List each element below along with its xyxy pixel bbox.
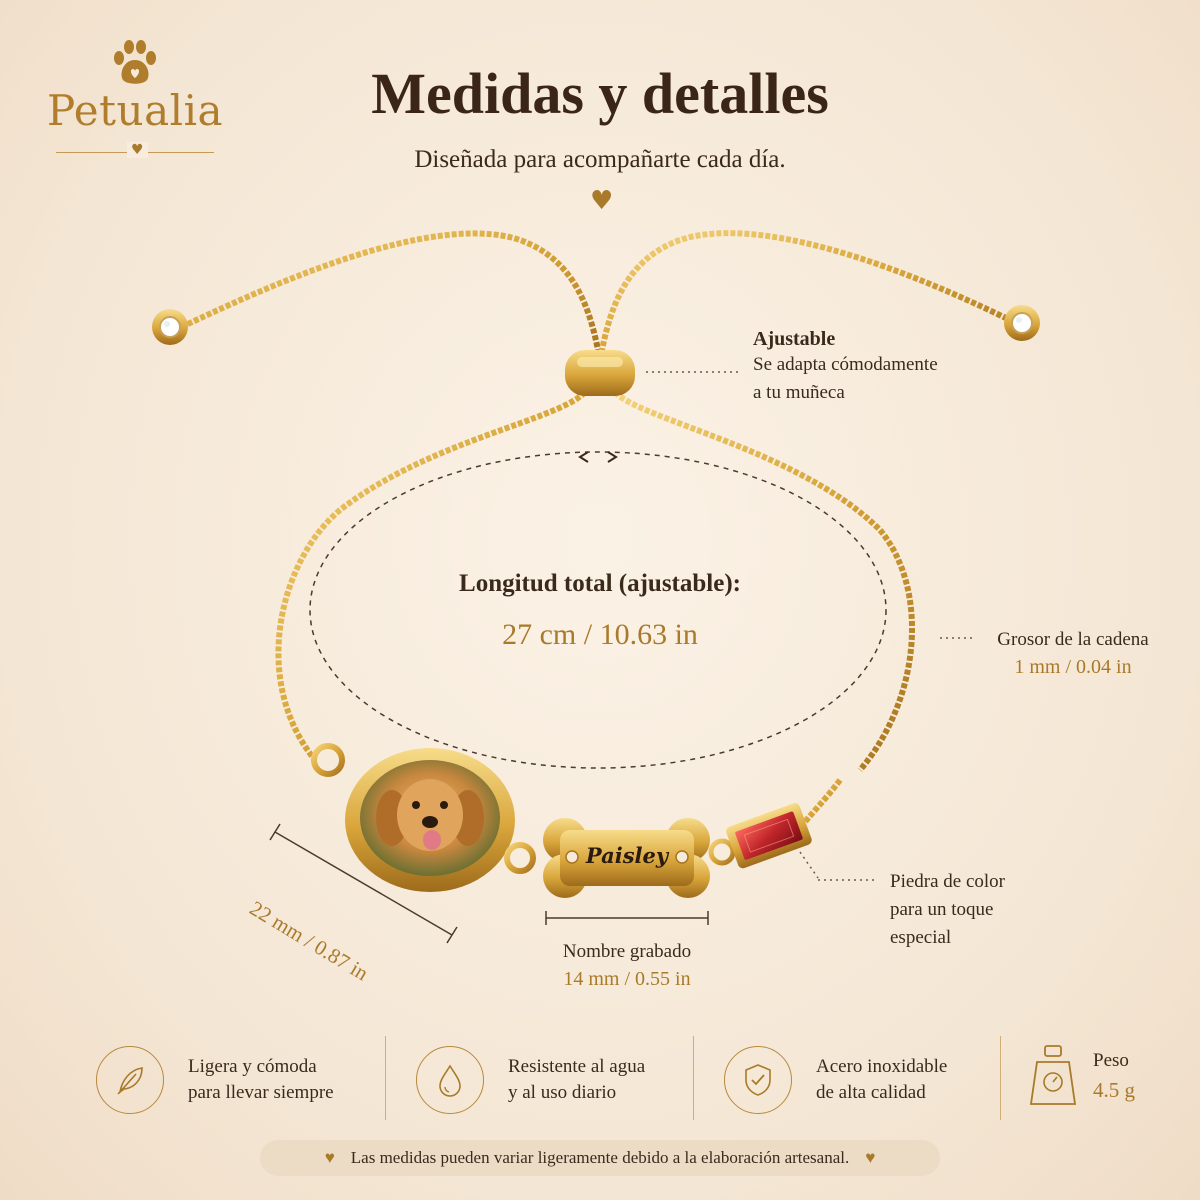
callout-adjustable: Ajustable Se adapta cómodamente a tu muñ… xyxy=(753,328,938,407)
callout-adjustable-line2: a tu muñeca xyxy=(753,382,845,403)
callout-stone-line2: para un toque xyxy=(890,899,994,920)
shield-check-icon xyxy=(724,1046,792,1114)
feature-light-text: Ligera y cómoda para llevar siempre xyxy=(188,1056,334,1103)
water-drop-icon xyxy=(416,1046,484,1114)
feature-divider xyxy=(693,1036,694,1120)
slider-bead xyxy=(565,350,635,396)
length-label: Longitud total (ajustable): xyxy=(459,570,741,597)
feature-weight-label: Peso xyxy=(1093,1049,1129,1071)
feature-steel-text: Acero inoxidable de alta calidad xyxy=(816,1056,948,1103)
brand-logo: Petualia ♥ xyxy=(40,38,230,158)
callout-chain-label: Grosor de la cadena xyxy=(997,629,1149,650)
feature-water-text: Resistente al agua y al uso diario xyxy=(508,1056,646,1103)
bone-charm xyxy=(543,818,710,898)
feature-steel: Acero inoxidable de alta calidad xyxy=(724,1046,947,1114)
heart-icon: ♥ xyxy=(324,1148,335,1167)
chain-end-left xyxy=(152,309,188,345)
scale-icon xyxy=(1029,1045,1077,1105)
callout-stone-line3: especial xyxy=(890,927,952,948)
paw-icon xyxy=(114,40,156,84)
length-value: 27 cm / 10.63 in xyxy=(502,618,698,651)
feature-weight-value: 4.5 g xyxy=(1093,1077,1135,1102)
callout-name-value: 14 mm / 0.55 in xyxy=(563,968,691,990)
bone-engraving: Paisley xyxy=(585,843,669,868)
callout-adjustable-title: Ajustable xyxy=(753,328,836,350)
heart-icon: ♥ xyxy=(865,1148,876,1167)
callout-name: Nombre grabado 14 mm / 0.55 in xyxy=(527,938,727,991)
callout-stone-line1: Piedra de color xyxy=(890,871,1006,892)
callout-name-label: Nombre grabado xyxy=(562,941,692,962)
feature-water: Resistente al agua y al uso diario xyxy=(416,1046,645,1114)
footer-note: Las medidas pueden variar ligeramente de… xyxy=(350,1148,850,1167)
heart-icon: ♥ xyxy=(590,186,614,216)
feature-divider xyxy=(385,1036,386,1120)
callout-chain: Grosor de la cadena 1 mm / 0.04 in xyxy=(978,626,1168,679)
callout-stone: Piedra de color para un toque especial xyxy=(890,868,1005,952)
callout-adjustable-line1: Se adapta cómodamente xyxy=(753,354,938,375)
feature-divider xyxy=(1000,1036,1001,1120)
callout-chain-value: 1 mm / 0.04 in xyxy=(1014,656,1132,678)
chain-end-right xyxy=(1004,305,1040,341)
feather-icon xyxy=(96,1046,164,1114)
brand-name: Petualia xyxy=(46,86,224,135)
feature-light: Ligera y cómoda para llevar siempre xyxy=(96,1046,334,1114)
photo-charm xyxy=(345,748,515,892)
heart-icon: ♥ xyxy=(127,142,148,158)
feature-weight: Peso 4.5 g xyxy=(1025,1042,1135,1108)
footer-note-bar: ♥ Las medidas pueden variar ligeramente … xyxy=(260,1140,940,1176)
bracelet-illustration xyxy=(152,230,1040,944)
ruby-stone xyxy=(726,803,812,869)
page-subtitle: Diseñada para acompañarte cada día. xyxy=(414,146,786,173)
page-title: Medidas y detalles xyxy=(371,61,829,126)
